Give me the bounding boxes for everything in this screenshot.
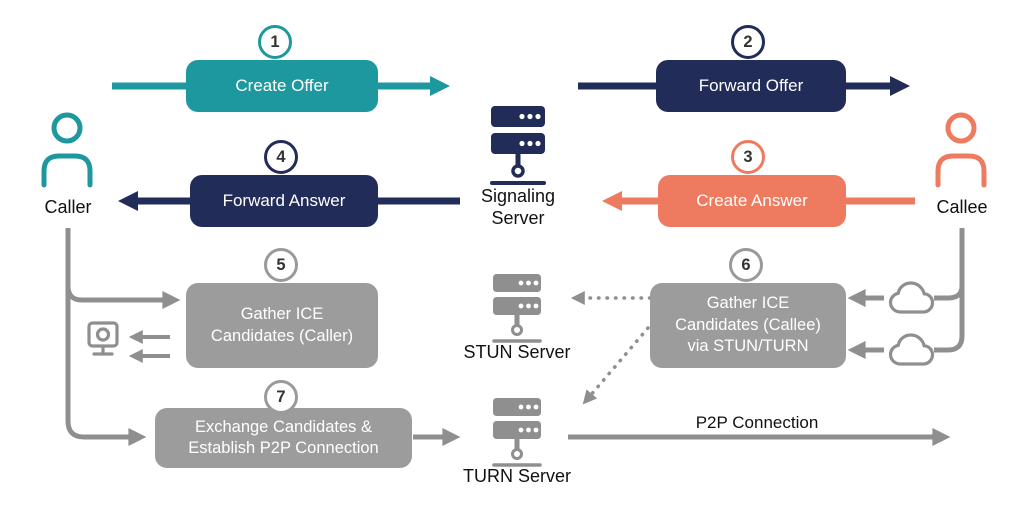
- callee-to-cloud1-connector: [934, 285, 965, 301]
- step4-number: 4: [276, 147, 286, 166]
- step2-number-badge: 2: [731, 25, 765, 59]
- step4-label: Forward Answer: [222, 190, 346, 210]
- step6-to-turn-dotted-arrow: [582, 326, 650, 405]
- callee-to-cloud2-connector: [934, 228, 965, 353]
- step5-label: Gather ICE Candidates (Caller): [210, 305, 354, 345]
- step4-forward-answer-pill: Forward Answer: [190, 175, 378, 227]
- signaling-server-label: Signaling Server: [480, 186, 556, 228]
- turn-server-icon: [492, 398, 542, 467]
- step7-number: 7: [276, 387, 286, 406]
- caller-to-step7-connector: [65, 228, 147, 446]
- step3-number-badge: 3: [731, 140, 765, 174]
- step3-create-answer-pill: Create Answer: [658, 175, 846, 227]
- step5-number: 5: [276, 255, 286, 274]
- step2-label: Forward Offer: [698, 75, 804, 95]
- webcam-icon: [87, 321, 119, 356]
- caller-to-step5-connector: [65, 285, 181, 309]
- step6-number-badge: 6: [729, 248, 763, 282]
- step2-forward-offer-pill: Forward Offer: [656, 60, 846, 112]
- step7-exchange-candidates-box: Exchange Candidates & Establish P2P Conn…: [155, 408, 412, 468]
- callee-person-icon: [935, 112, 987, 188]
- p2p-connection-label: P2P Connection: [695, 413, 819, 432]
- step2-number: 2: [743, 32, 753, 51]
- stun-server-icon: [492, 274, 542, 343]
- step3-number: 3: [743, 147, 753, 166]
- caller-label: Caller: [44, 197, 92, 217]
- callee-label: Callee: [936, 197, 988, 217]
- stun-server-label: STUN Server: [463, 342, 571, 362]
- step4-number-badge: 4: [264, 140, 298, 174]
- step6-label: Gather ICE Candidates (Callee) via STUN/…: [675, 294, 821, 356]
- network-cloud-icon-top: [888, 281, 935, 314]
- network-cloud-icon-bottom: [888, 333, 935, 366]
- step7-label: Exchange Candidates & Establish P2P Conn…: [188, 417, 379, 457]
- step5-gather-ice-caller-box: Gather ICE Candidates (Caller): [186, 283, 378, 368]
- step6-gather-ice-callee-box: Gather ICE Candidates (Callee) via STUN/…: [650, 283, 846, 368]
- step1-number-badge: 1: [258, 25, 292, 59]
- turn-server-label: TURN Server: [462, 466, 571, 486]
- step5-number-badge: 5: [264, 248, 298, 282]
- step1-create-offer-pill: Create Offer: [186, 60, 378, 112]
- step7-number-badge: 7: [264, 380, 298, 414]
- step1-label: Create Offer: [235, 75, 329, 95]
- caller-person-icon: [41, 112, 93, 188]
- step3-label: Create Answer: [696, 190, 808, 210]
- signaling-server-icon: [490, 106, 546, 185]
- step1-number: 1: [270, 32, 280, 51]
- step6-number: 6: [741, 255, 751, 274]
